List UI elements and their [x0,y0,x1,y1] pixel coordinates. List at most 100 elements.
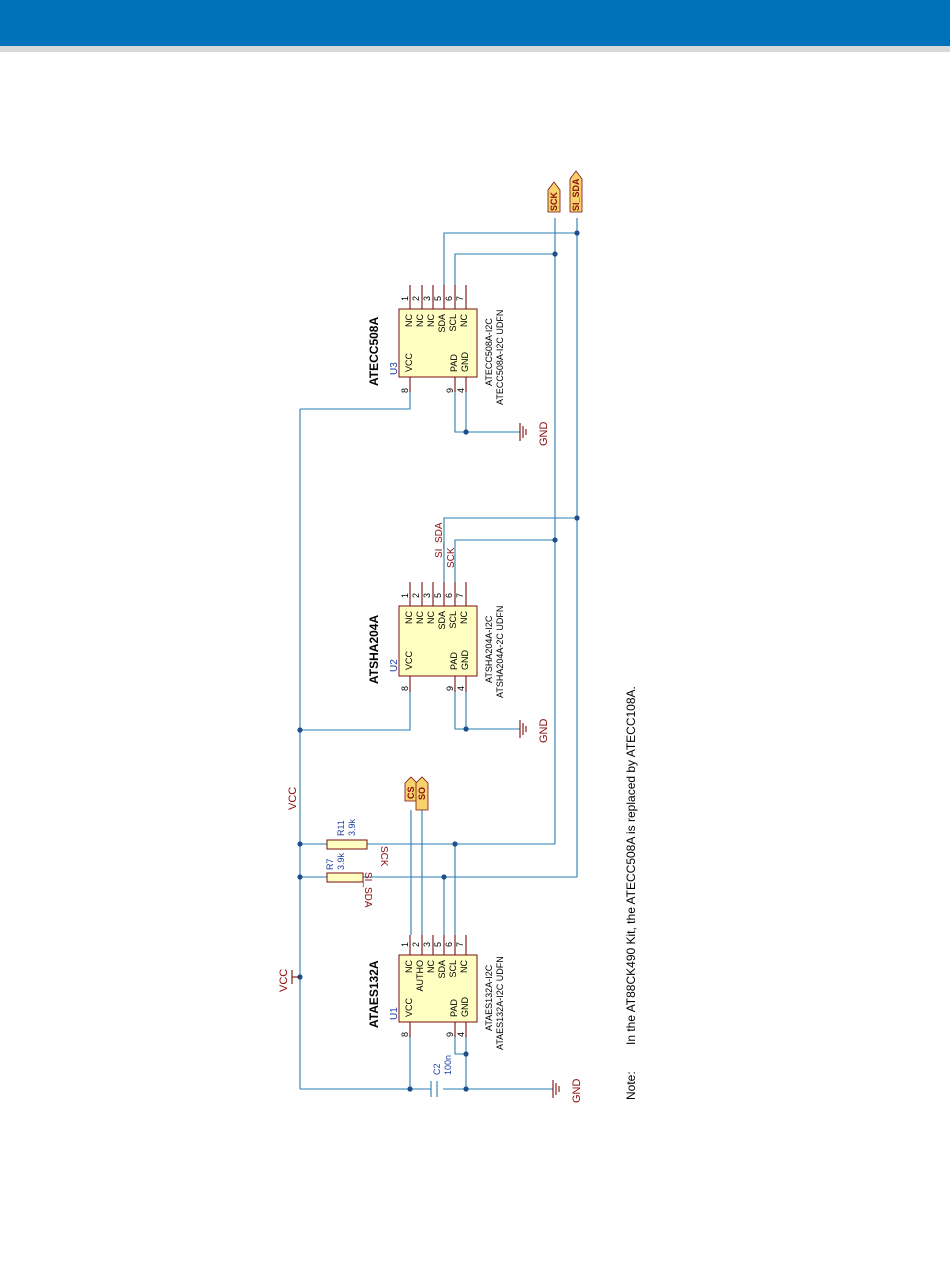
pin-name: SCL [448,314,458,332]
junction-dot [574,515,580,521]
chip-u3-name: ATECC508A [367,317,381,386]
pin-number: 7 [455,593,465,598]
pin-name: GND [460,650,470,671]
pin-number: 5 [433,942,443,947]
port-cs-label: CS [406,786,416,799]
pin-number: 2 [411,593,421,598]
junction-dot [552,251,558,257]
chip-u2-name: ATSHA204A [367,615,381,684]
port-cs: CS [404,776,418,802]
pin-number: 7 [455,296,465,301]
net-label-si-sda-r7: SI_SDA [362,872,373,908]
pin-number: 8 [400,686,410,691]
chip-u1-part: ATAES132A-I2C [484,964,494,1031]
gnd-label: GND [571,1079,583,1104]
pin-name: NC [404,960,414,973]
resistor-r11-value: 3.9k [347,818,357,836]
pin-name: NC [404,314,414,327]
vcc-label: VCC [278,969,290,992]
header-divider [0,46,950,52]
pin-number: 4 [456,388,466,393]
pin-number: 8 [400,388,410,393]
pin-number: 3 [422,593,432,598]
pin-number: 2 [411,942,421,947]
pin-number: 1 [400,296,410,301]
chip-u1-name: ATAES132A [367,960,381,1028]
vcc-to-u1 [300,1035,411,1090]
chip-u3-part: ATECC508A-I2C [484,318,494,386]
gnd-symbol-u1: GND [552,1079,583,1104]
junction-dot [297,841,303,847]
port-so-label: SO [417,787,427,800]
resistor-r7-value: 3.9k [336,852,346,870]
junction-dot [574,230,580,236]
vcc-to-u3 [300,390,411,410]
pin-name: NC [459,314,469,327]
pin-name: SCL [448,960,458,978]
pin-name: NC [459,611,469,624]
pin-number: 9 [445,388,455,393]
resistor-r7: R7 3.9k [325,852,364,883]
pin-name: VCC [404,997,414,1017]
vcc-to-u2 [300,690,411,731]
pin-name: PAD [449,652,459,670]
pin-number: 1 [400,942,410,947]
pin-name: PAD [449,999,459,1017]
chip-u1-ref: U1 [389,1007,400,1020]
pin-number: 2 [411,296,421,301]
pin-number: 7 [455,942,465,947]
u2-sda-wire [443,517,577,582]
u3-gnd-wire [454,390,520,433]
pin-number: 5 [433,593,443,598]
note-text: In the AT88CK490 Kit, the ATECC508A is r… [624,686,638,1045]
chip-u3-package: ATECC508A-I2C UDFN [495,310,505,405]
resistor-r11-body [326,839,368,850]
chip-u3-ref: U3 [389,362,400,375]
resistor-r11-ref: R11 [336,820,346,836]
port-sck-shape [547,181,561,213]
junction-dot [297,874,303,880]
pin-name: NC [459,960,469,973]
resistor-r7-body [326,872,364,883]
pin-number: 5 [433,296,443,301]
vcc-symbol-bottom: VCC [278,969,300,992]
note-label: Note: [624,1071,638,1100]
u1-gnd-wire [454,1035,466,1055]
capacitor-c2-value: 100n [443,1055,453,1075]
junction-dot [463,726,469,732]
chip-u1-body [398,954,478,1023]
junction-dot [463,429,469,435]
junctions [297,230,580,1092]
pin-number: 6 [444,296,454,301]
junction-dot [407,1086,413,1092]
pin-name: SDA [437,314,447,333]
junction-dot [441,874,447,880]
gnd-symbol-u2: GND [519,719,550,743]
pin-name: GND [460,997,470,1018]
wires [299,218,578,1090]
port-so-shape [415,776,429,811]
u3-scl-wire [454,253,555,286]
net-label-sck-r11: SCK [378,846,389,867]
header-bar [0,0,950,46]
pin-number: 1 [400,593,410,598]
junction-dot [463,1051,469,1057]
pin-name: SDA [437,611,447,630]
resistor-r11: R11 3.9k [326,818,368,850]
junction-dot [552,537,558,543]
pin-name: NC [415,611,425,624]
net-label-sck-u2: SCK [446,547,457,568]
pin-name: AUTHO [415,960,425,992]
pin-number: 4 [456,686,466,691]
header-background [0,0,950,46]
pin-number: 6 [444,593,454,598]
port-sck-label: SCK [549,191,559,211]
chip-u2-part: ATSHA204A-I2C [484,615,494,683]
chip-u2-ref: U2 [389,659,400,672]
resistor-r7-ref: R7 [325,858,335,870]
chip-u1-package: ATAES132A-I2C UDFN [495,956,505,1050]
u2-scl-wire [454,539,555,582]
pin-number: 3 [422,942,432,947]
chip-u2-package: ATSHA204A-2C UDFN [495,606,505,698]
